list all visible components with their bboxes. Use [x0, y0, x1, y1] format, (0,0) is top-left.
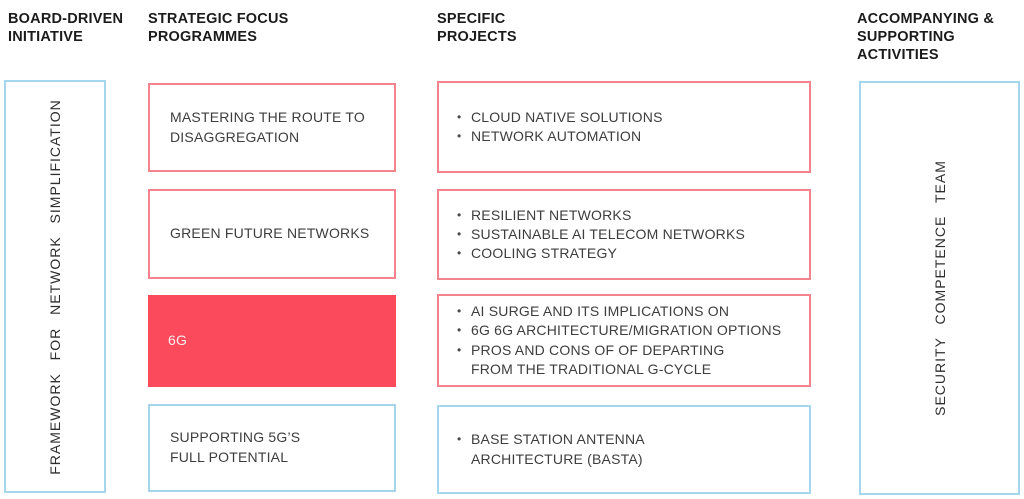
bullet-icon: • [457, 342, 462, 357]
project-list: •BASE STATION ANTENNA ARCHITECTURE (BAST… [457, 430, 645, 469]
programme-box-supporting-5g: SUPPORTING 5G’S FULL POTENTIAL [148, 404, 396, 492]
project-item: •SUSTAINABLE AI TELECOM NETWORKS [457, 225, 746, 242]
project-box-green-future: •RESILIENT NETWORKS •SUSTAINABLE AI TELE… [437, 189, 811, 280]
bullet-icon: • [457, 303, 462, 318]
board-initiative-box: FRAMEWORK FOR NETWORK SIMPLIFICATION [4, 80, 106, 493]
bullet-icon: • [457, 432, 462, 447]
project-item: •BASE STATION ANTENNA ARCHITECTURE (BAST… [457, 431, 645, 467]
project-item: •NETWORK AUTOMATION [457, 128, 642, 144]
project-item: •AI SURGE AND ITS IMPLICATIONS ON [457, 302, 730, 319]
bullet-icon: • [457, 246, 462, 261]
project-box-supporting-5g: •BASE STATION ANTENNA ARCHITECTURE (BAST… [437, 405, 811, 494]
project-box-6g: •AI SURGE AND ITS IMPLICATIONS ON •6G 6G… [437, 294, 811, 387]
bullet-icon: • [457, 129, 462, 143]
project-list: •CLOUD NATIVE SOLUTIONS •NETWORK AUTOMAT… [457, 108, 663, 147]
column-header-strategic-focus: STRATEGIC FOCUS PROGRAMMES [148, 11, 289, 46]
project-item: •RESILIENT NETWORKS [457, 206, 632, 223]
column-header-board-initiative: BOARD-DRIVEN INITIATIVE [8, 11, 124, 46]
bullet-icon: • [457, 226, 462, 241]
programme-box-disaggregation: MASTERING THE ROUTE TO DISAGGREGATION [148, 83, 396, 172]
programme-box-green-future-networks: GREEN FUTURE NETWORKS [148, 189, 396, 279]
programme-label: GREEN FUTURE NETWORKS [170, 225, 370, 242]
project-list: •AI SURGE AND ITS IMPLICATIONS ON •6G 6G… [457, 302, 781, 379]
column-header-specific-projects: SPECIFIC PROJECTS [437, 11, 517, 46]
bullet-icon: • [457, 207, 462, 222]
project-box-disaggregation: •CLOUD NATIVE SOLUTIONS •NETWORK AUTOMAT… [437, 81, 811, 173]
bullet-icon: • [457, 323, 462, 338]
bullet-icon: • [457, 109, 462, 124]
programme-label: MASTERING THE ROUTE TO DISAGGREGATION [170, 108, 365, 145]
programme-label: SUPPORTING 5G’S FULL POTENTIAL [170, 429, 301, 465]
board-initiative-label: FRAMEWORK FOR NETWORK SIMPLIFICATION [47, 98, 63, 475]
project-item: •6G 6G ARCHITECTURE/MIGRATION OPTIONS [457, 322, 782, 339]
project-item: •PROS AND CONS OF OF DEPARTING FROM THE … [457, 341, 725, 377]
programme-label: 6G [168, 332, 188, 349]
supporting-activities-label: SECURITY COMPETENCE TEAM [931, 160, 948, 416]
programme-box-6g: 6G [148, 295, 396, 387]
project-item: •CLOUD NATIVE SOLUTIONS [457, 108, 663, 125]
project-item: •COOLING STRATEGY [457, 245, 618, 262]
supporting-activities-box: SECURITY COMPETENCE TEAM [859, 81, 1020, 495]
column-header-supporting-activities: ACCOMPANYING & SUPPORTING ACTIVITIES [857, 11, 995, 64]
project-list: •RESILIENT NETWORKS •SUSTAINABLE AI TELE… [457, 206, 745, 264]
